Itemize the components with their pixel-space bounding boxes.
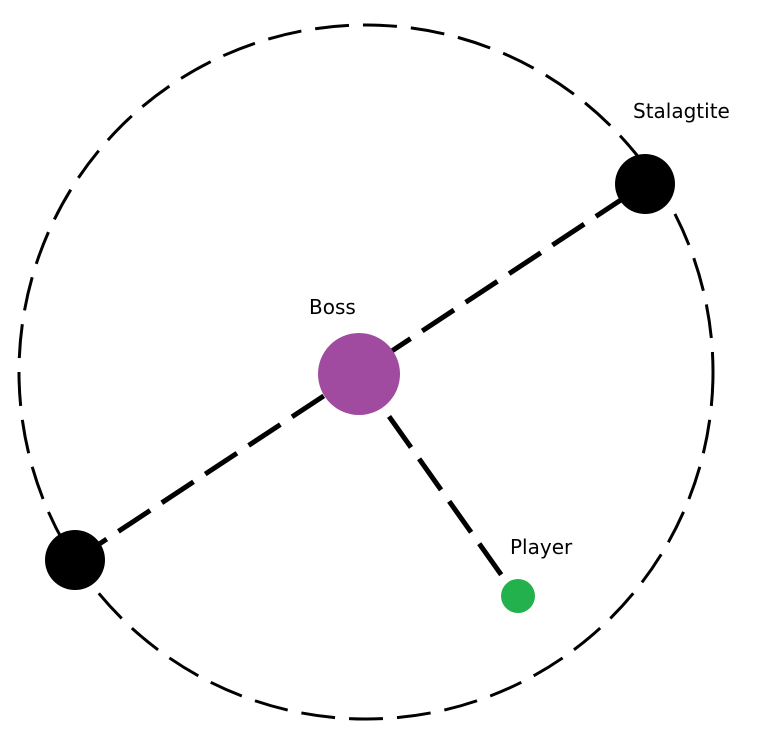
orbit-circle [17,23,715,721]
player-label: Player [510,535,573,559]
stalagtite-circle-top-right [615,154,675,214]
boss-circle [318,333,400,415]
stalagtite-circle-bottom-left [45,530,105,590]
boss-label: Boss [309,295,356,319]
player-circle [501,579,535,613]
boss-player-line [356,372,515,592]
stalagtite-label: Stalagtite [633,99,730,123]
